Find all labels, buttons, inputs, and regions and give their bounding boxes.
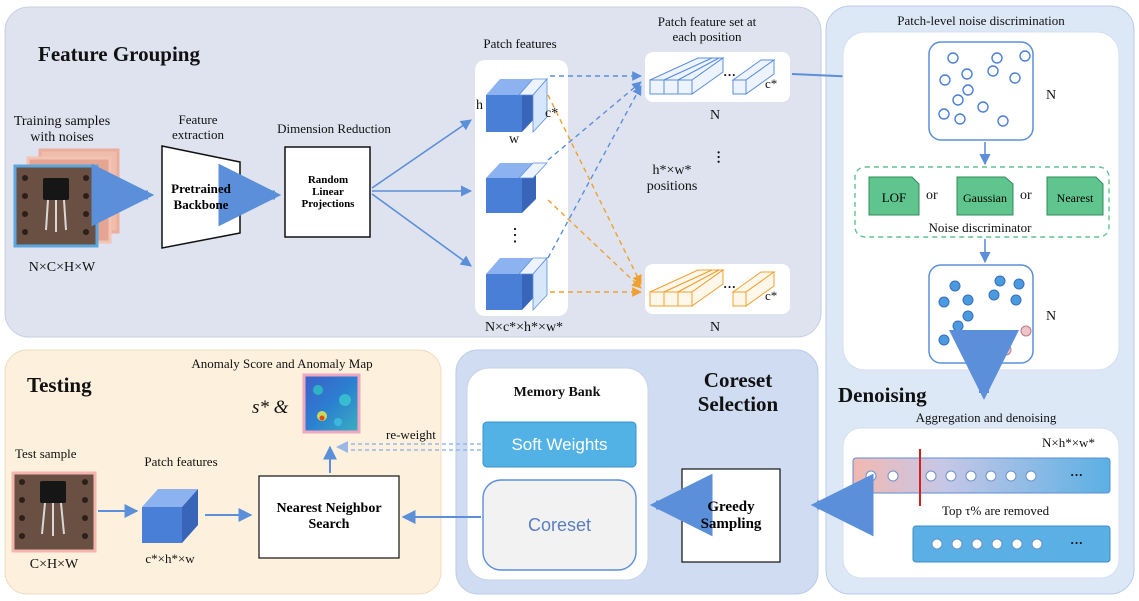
dashed-orange-arrows bbox=[547, 94, 642, 297]
coreset-label: Coreset bbox=[527, 514, 592, 535]
feature-grouping-panel bbox=[4, 6, 822, 338]
projection-label: Random Linear Projections bbox=[301, 174, 355, 210]
denoising-title: Denoising bbox=[838, 383, 927, 407]
bottom-set-n-label: N bbox=[710, 320, 721, 335]
noise-bottom-n: N bbox=[1046, 309, 1057, 324]
soft-weights-label: Soft Weights bbox=[511, 434, 608, 454]
training-samples-label: Training samples with noises bbox=[13, 114, 111, 146]
cube-middle bbox=[486, 162, 548, 213]
bar-before-dots: ··· bbox=[1070, 467, 1084, 482]
reweight-arrowhead bbox=[336, 441, 348, 453]
test-patch-features-label: Patch features bbox=[144, 454, 218, 469]
lof-tag bbox=[868, 176, 920, 216]
discriminator-label: Noise discriminator bbox=[928, 220, 1032, 235]
reweight-label: re-weight bbox=[386, 427, 436, 442]
bottom-set-dots: ··· bbox=[723, 279, 737, 294]
anomaly-score-title: Anomaly Score and Anomaly Map bbox=[191, 356, 373, 371]
test-patch-dims-label: c*×h*×w bbox=[145, 551, 195, 566]
cube-vdots: ⋮ bbox=[506, 225, 524, 245]
anomaly-map-image bbox=[302, 373, 361, 434]
testing-title: Testing bbox=[27, 373, 92, 397]
coreset-title: Coreset Selection bbox=[697, 368, 779, 417]
lof-label: LOF bbox=[881, 190, 907, 205]
or-label-2: or bbox=[1020, 188, 1032, 203]
test-sample-label: Test sample bbox=[15, 446, 77, 461]
noise-top-n: N bbox=[1046, 88, 1057, 103]
patch-set-top-slices bbox=[649, 57, 776, 95]
denoising-dims: N×h*×w* bbox=[1042, 435, 1095, 450]
patch-dims-label: N×c*×h*×w* bbox=[484, 320, 564, 335]
soft-weights-box bbox=[482, 421, 637, 468]
greedy-label: Greedy Sampling bbox=[700, 498, 762, 532]
top-set-n-label: N bbox=[710, 108, 721, 123]
patch-set-title: Patch feature set at each position bbox=[657, 14, 757, 44]
patch-set-bottom-slices bbox=[649, 269, 776, 307]
test-sample-image bbox=[11, 471, 97, 553]
top-set-dots: ··· bbox=[723, 67, 737, 82]
cube-top bbox=[486, 77, 548, 134]
test-dims-label: C×H×W bbox=[29, 557, 79, 572]
cube-w-label: w bbox=[509, 132, 520, 147]
noise-title: Patch-level noise discrimination bbox=[897, 13, 1065, 28]
dashed-blue-arrows bbox=[547, 71, 642, 259]
cube-c-label: c* bbox=[545, 106, 559, 121]
nn-search-label: Nearest Neighbor Search bbox=[276, 501, 382, 532]
scatter-box-top bbox=[928, 41, 1034, 141]
gaussian-tag bbox=[956, 176, 1014, 216]
test-cube bbox=[142, 489, 198, 543]
cube-bottom bbox=[486, 256, 548, 312]
nearest-tag bbox=[1046, 176, 1104, 216]
gaussian-label: Gaussian bbox=[963, 190, 1007, 205]
backbone-label: Pretrained Backbone bbox=[171, 181, 231, 212]
bottom-set-c-label: c* bbox=[765, 288, 778, 303]
scatter-points-top bbox=[938, 50, 1031, 127]
nn-search-box bbox=[258, 475, 400, 559]
projection-box bbox=[284, 146, 371, 238]
top-set-c-label: c* bbox=[765, 76, 778, 91]
removed-label: Top τ% are removed bbox=[942, 503, 1050, 518]
bar-after-points bbox=[931, 538, 1043, 550]
cube-h-label: h bbox=[476, 98, 483, 113]
denoising-subtitle: Aggregation and denoising bbox=[915, 410, 1057, 425]
memory-bank-label: Memory Bank bbox=[513, 385, 601, 400]
positions-vdots: ··· bbox=[710, 150, 725, 165]
bar-before-points bbox=[865, 470, 1037, 482]
bar-after-dots: ··· bbox=[1070, 535, 1084, 550]
training-samples-stack bbox=[13, 148, 120, 248]
patch-features-label: Patch features bbox=[483, 36, 557, 51]
coreset-box bbox=[482, 479, 637, 571]
dimension-reduction-label: Dimension Reduction bbox=[277, 121, 391, 136]
feature-extraction-label: Feature extraction bbox=[172, 112, 224, 142]
or-label-1: or bbox=[926, 188, 938, 203]
projection-arrows bbox=[371, 119, 473, 267]
reweight-arrow bbox=[345, 443, 481, 451]
scatter-points-bottom bbox=[938, 275, 1032, 356]
nearest-label: Nearest bbox=[1056, 190, 1094, 205]
feature-grouping-title: Feature Grouping bbox=[38, 42, 200, 66]
input-dims-label: N×C×H×W bbox=[28, 260, 96, 275]
positions-label: h*×w* positions bbox=[646, 163, 698, 195]
score-symbol: s* & bbox=[252, 397, 289, 418]
